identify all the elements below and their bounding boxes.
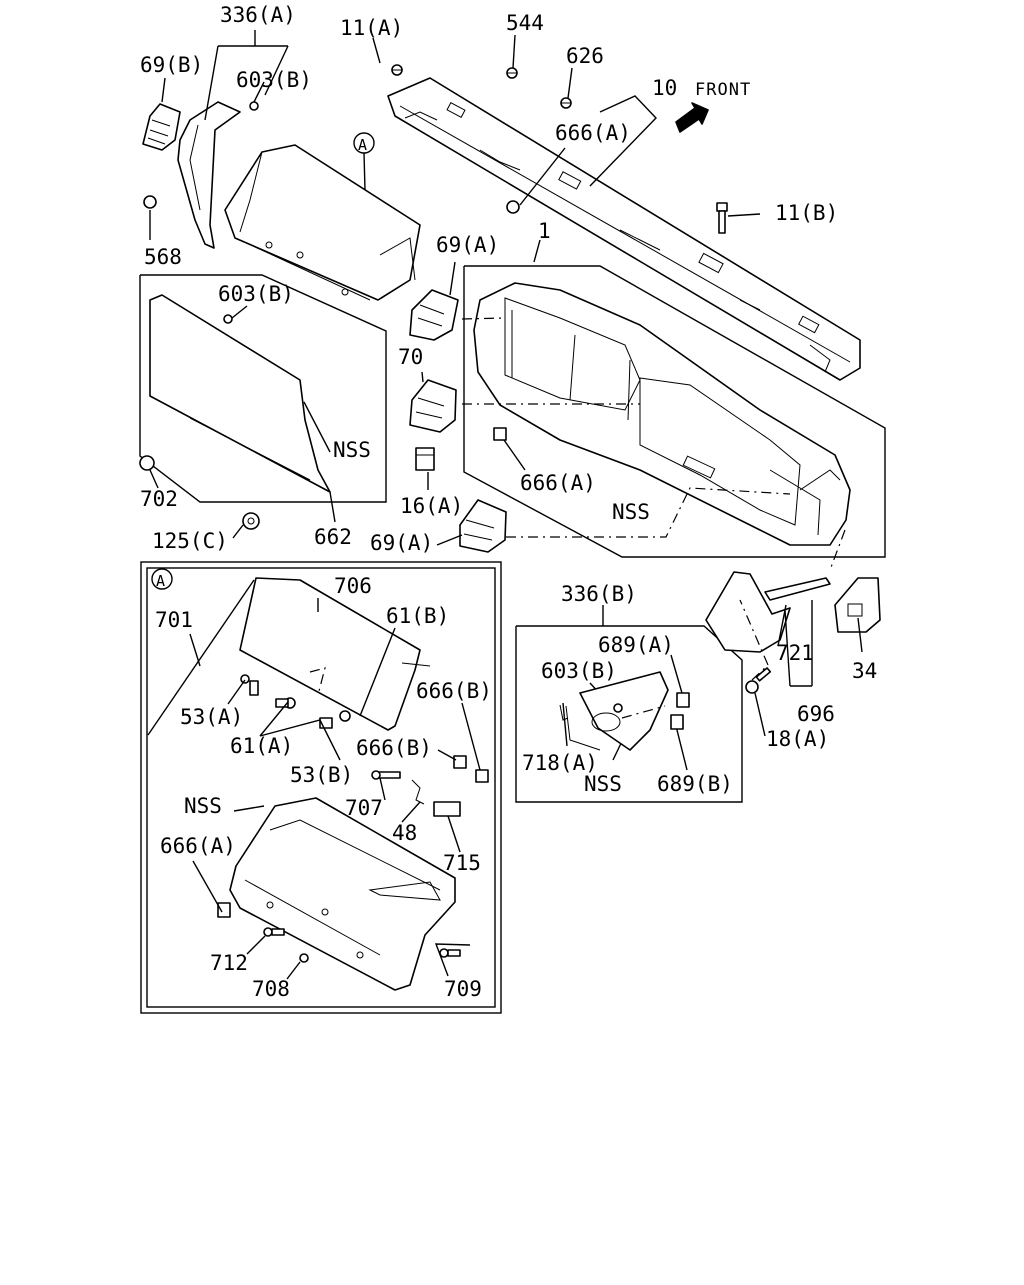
side-trim-right <box>705 571 881 653</box>
label-61b: 61(B) <box>386 604 449 628</box>
callout-a-top-text: A <box>358 136 367 154</box>
label-666b-1: 666(B) <box>416 679 492 703</box>
label-53a: 53(A) <box>180 705 243 729</box>
screw-11a <box>391 64 403 76</box>
vent-69b <box>142 103 181 151</box>
main-instrument-panel <box>473 282 851 546</box>
nut-702 <box>139 455 155 471</box>
label-689a: 689(A) <box>598 633 674 657</box>
label-front: FRONT <box>695 80 751 100</box>
lower-cover-panel <box>149 294 331 493</box>
label-702: 702 <box>140 487 178 511</box>
cover-detail-box <box>515 625 743 803</box>
label-16a: 16(A) <box>400 494 463 518</box>
label-125c: 125(C) <box>152 529 228 553</box>
label-709: 709 <box>444 977 482 1001</box>
callout-a-box-text: A <box>156 572 165 590</box>
label-696: 696 <box>797 702 835 726</box>
label-70: 70 <box>398 345 423 369</box>
callout-marker-a-top <box>353 132 375 191</box>
dashboard-upper-rail <box>387 77 861 381</box>
label-69a-upper: 69(A) <box>436 233 499 257</box>
label-718a: 718(A) <box>522 751 598 775</box>
label-666a-mid: 666(A) <box>520 471 596 495</box>
cover-336b <box>559 671 690 751</box>
vent-69a-lower <box>459 499 507 553</box>
label-689b: 689(B) <box>657 772 733 796</box>
label-603b-top: 603(B) <box>236 68 312 92</box>
vent-70 <box>409 379 457 433</box>
label-336a: 336(A) <box>220 3 296 27</box>
callout-marker-a-box <box>151 568 173 590</box>
label-53b: 53(B) <box>290 763 353 787</box>
label-721: 721 <box>776 641 814 665</box>
label-1: 1 <box>538 219 551 243</box>
label-544: 544 <box>506 11 544 35</box>
label-nss-right: NSS <box>584 772 622 796</box>
label-707: 707 <box>345 796 383 820</box>
screw-603b-mid <box>223 314 233 324</box>
vent-69a-upper <box>409 289 459 341</box>
screw-568 <box>143 195 157 209</box>
screw-626 <box>560 97 572 109</box>
label-nss-dash: NSS <box>612 500 650 524</box>
label-10: 10 <box>652 76 677 100</box>
lower-left-panel-frame <box>139 274 387 503</box>
label-666a-box: 666(A) <box>160 834 236 858</box>
label-336b: 336(B) <box>561 582 637 606</box>
clip-16a <box>415 447 435 471</box>
label-34: 34 <box>852 659 877 683</box>
label-603b-mid: 603(B) <box>218 282 294 306</box>
screw-544 <box>506 67 518 79</box>
glovebox-bin <box>229 797 456 991</box>
screw-603b-top <box>249 101 259 111</box>
label-11a: 11(A) <box>340 16 403 40</box>
front-arrow-icon <box>675 102 709 133</box>
glovebox-detail-box <box>140 561 502 1014</box>
main-panel-frame <box>463 265 886 558</box>
nut-666a-mid <box>493 427 507 441</box>
side-trim-left <box>177 101 241 249</box>
label-626: 626 <box>566 44 604 68</box>
glovebox-leader-lines <box>147 579 481 980</box>
label-701: 701 <box>155 608 193 632</box>
label-712: 712 <box>210 951 248 975</box>
label-69b: 69(B) <box>140 53 203 77</box>
label-603b-right: 603(B) <box>541 659 617 683</box>
label-nss-panel: NSS <box>333 438 371 462</box>
part-labels: 336(A) 69(B) 603(B) 11(A) 544 626 10 FRO… <box>140 3 877 1001</box>
label-48: 48 <box>392 821 417 845</box>
label-61a: 61(A) <box>230 734 293 758</box>
label-666a-top: 666(A) <box>555 121 631 145</box>
label-662: 662 <box>314 525 352 549</box>
label-nss-box: NSS <box>184 794 222 818</box>
bolt-11b <box>716 202 728 234</box>
clip-125c <box>242 512 260 530</box>
nut-666a-top <box>506 200 520 214</box>
glove-box-top <box>224 144 421 301</box>
label-715: 715 <box>443 851 481 875</box>
label-11b: 11(B) <box>775 201 838 225</box>
label-568: 568 <box>144 245 182 269</box>
glovebox-lid <box>239 577 431 731</box>
label-708: 708 <box>252 977 290 1001</box>
label-69a-lower: 69(A) <box>370 531 433 555</box>
alignment-lines <box>461 317 846 681</box>
label-18a: 18(A) <box>766 727 829 751</box>
bolt-18a <box>745 667 772 694</box>
label-706: 706 <box>334 574 372 598</box>
label-666b-2: 666(B) <box>356 736 432 760</box>
